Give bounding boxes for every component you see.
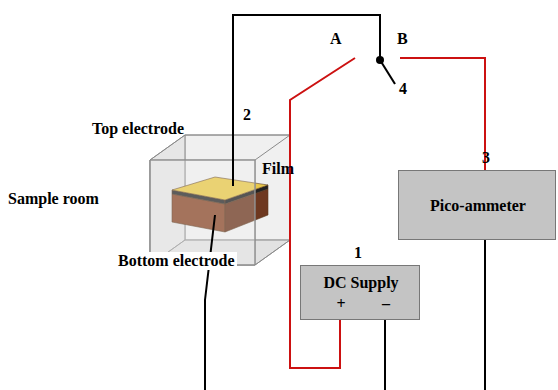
dc-supply-box: 1DC Supply+–	[300, 265, 420, 320]
switch-pivot	[376, 56, 384, 64]
part-name: Film	[262, 160, 294, 178]
part-name: Bottom electrode	[116, 252, 237, 270]
device-name: Pico-ammeter	[430, 197, 526, 215]
device-name: DC Supply	[323, 274, 398, 292]
part-name: Sample room	[8, 190, 99, 208]
sample-room-front	[150, 135, 290, 265]
part-name: Top electrode	[92, 120, 184, 138]
callout-number: 2	[243, 106, 251, 124]
callout-number: 4	[399, 80, 407, 98]
sample-room-cube	[150, 135, 290, 265]
terminal-sign: –	[382, 295, 390, 313]
callout-number: 1	[354, 244, 362, 262]
terminal-sign: +	[336, 295, 345, 313]
callout-number: 3	[482, 149, 490, 167]
switch-contact: A	[330, 30, 342, 48]
switch-contact: B	[397, 30, 408, 48]
ammeter-box: 3Pico-ammeter	[398, 170, 556, 240]
